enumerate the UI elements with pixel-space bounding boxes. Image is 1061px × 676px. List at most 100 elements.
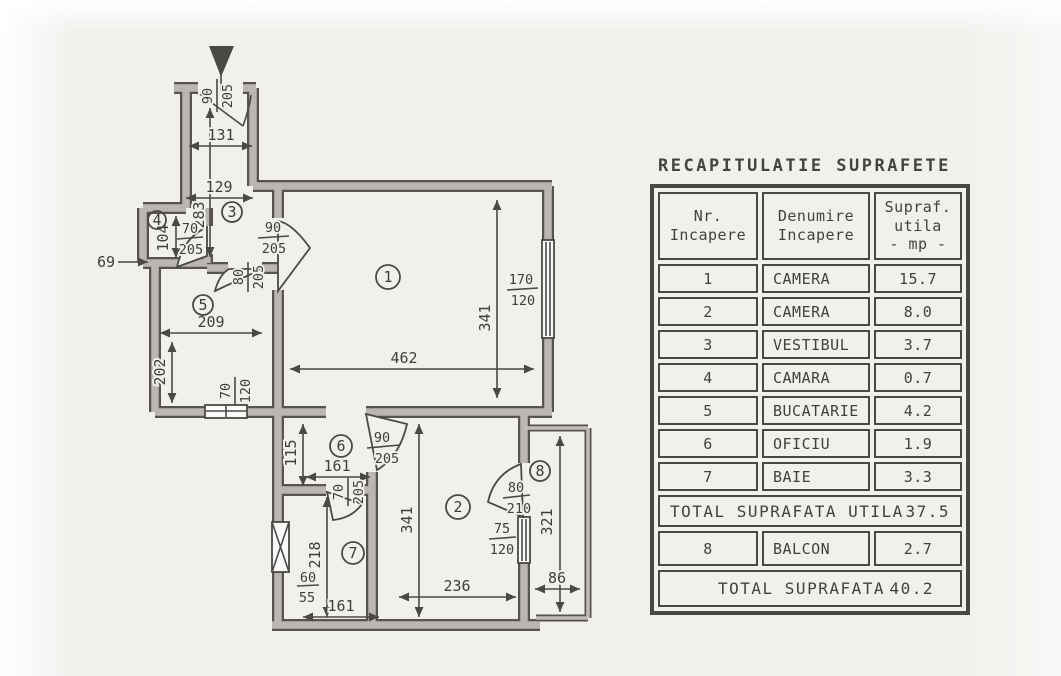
svg-text:210: 210: [507, 501, 531, 517]
label-kitchen-door: 80 205: [229, 262, 269, 292]
svg-text:75: 75: [494, 521, 510, 537]
room-label-3: 3: [221, 201, 243, 223]
dim-oficiu-width: 161: [323, 457, 350, 475]
header-line: Denumire: [777, 207, 855, 226]
row-name: CAMERA: [762, 297, 870, 326]
table-header-row: Nr. Incapere Denumire Incapere Supraf. u…: [658, 192, 962, 260]
header-line: utila: [894, 216, 942, 235]
svg-text:205: 205: [179, 242, 203, 258]
room-label-1: 1: [375, 264, 401, 290]
room1-window-icon: [541, 239, 555, 339]
row-nr: 2: [658, 297, 758, 326]
entrance-arrow-icon: [209, 46, 234, 92]
dim-balcon-width: 86: [548, 569, 566, 587]
svg-text:80: 80: [508, 480, 524, 496]
label-room2-door: 90 205: [366, 428, 401, 469]
label-camara-door: 70 205: [176, 219, 205, 260]
svg-text:90: 90: [374, 430, 390, 446]
label-baie-door: 70 205: [329, 478, 369, 506]
dim-niche-top: 60: [300, 570, 316, 586]
row-nr: 8: [658, 531, 758, 566]
svg-text:5: 5: [198, 296, 207, 314]
label-room1-door: 90 205: [257, 218, 290, 259]
dim-baie-width: 161: [327, 597, 354, 615]
opening-labels: 90 205 70 205 90 205 80 205 70: [176, 79, 539, 560]
svg-text:3: 3: [227, 203, 236, 221]
header-nr-incapere: Nr. Incapere: [658, 192, 758, 260]
svg-text:90: 90: [265, 220, 281, 236]
svg-text:4: 4: [152, 211, 161, 229]
row-name: OFICIU: [762, 429, 870, 458]
room-label-6: 6: [329, 434, 353, 458]
table-row: 7 BAIE 3.3: [658, 462, 962, 491]
total-utila-label: TOTAL SUPRAFATA UTILA: [670, 501, 904, 521]
dim-entry-mid: 129: [205, 178, 232, 196]
dim-kitchen-width: 209: [197, 313, 224, 331]
label-entry-door: 90 205: [198, 79, 238, 112]
dim-oficiu-height: 115: [282, 439, 300, 466]
dim-room1-width: 462: [390, 349, 417, 367]
svg-text:70: 70: [218, 383, 234, 399]
dim-entry-top: 131: [207, 126, 234, 144]
table-title: RECAPITULATIE SUPRAFETE: [658, 156, 951, 176]
table-frame: Nr. Incapere Denumire Incapere Supraf. u…: [650, 184, 970, 615]
header-suprafata-utila: Supraf. utila - mp -: [874, 192, 962, 260]
header-line: Supraf.: [884, 197, 952, 216]
svg-text:205: 205: [220, 84, 236, 108]
row-area: 1.9: [874, 429, 962, 458]
table-row: 5 BUCATARIE 4.2: [658, 396, 962, 425]
dim-camara-height: 104: [154, 224, 172, 251]
row-nr: 3: [658, 330, 758, 359]
table-row: 3 VESTIBUL 3.7: [658, 330, 962, 359]
room1-door-icon: [277, 219, 312, 294]
room-label-2: 2: [445, 494, 471, 520]
dim-vestibul-length: 283: [190, 201, 208, 228]
svg-text:120: 120: [490, 542, 514, 558]
row-nr: 4: [658, 363, 758, 392]
svg-text:120: 120: [238, 379, 254, 403]
row-area: 3.3: [874, 462, 962, 491]
header-line: Incapere: [777, 226, 855, 244]
window-symbols: [204, 239, 555, 573]
balcon-door-icon: [486, 462, 524, 519]
dim-baie-height: 218: [306, 541, 324, 568]
dim-room2-height: 341: [398, 506, 416, 533]
dimension-labels: 131 129 283 104 69 209 202 462 341 115 1…: [95, 124, 568, 617]
svg-text:120: 120: [511, 293, 535, 309]
total-value: 40.2: [889, 579, 934, 598]
label-balcon-window: 75 120: [488, 519, 517, 560]
svg-text:205: 205: [262, 241, 286, 257]
floor-plan: 131 129 283 104 69 209 202 462 341 115 1…: [95, 46, 650, 676]
room-label-5: 5: [192, 294, 214, 316]
room-label-7: 7: [341, 541, 365, 565]
row-area: 3.7: [874, 330, 962, 359]
row-area: 0.7: [874, 363, 962, 392]
kitchen-window-icon: [204, 404, 248, 419]
row-name: BALCON: [762, 531, 870, 566]
label-balcon-door: 80 210: [502, 478, 533, 519]
row-name: CAMARA: [762, 363, 870, 392]
row-name: BUCATARIE: [762, 396, 870, 425]
svg-text:205: 205: [375, 451, 399, 467]
row-nr: 5: [658, 396, 758, 425]
baie-niche-icon: [271, 521, 290, 573]
row-nr: 7: [658, 462, 758, 491]
total-utila-value: 37.5: [905, 501, 950, 521]
entry-door-icon: [199, 93, 252, 127]
room-labels: 1 2 3 4 5 6 7: [147, 201, 551, 565]
total-row: TOTAL SUPRAFATA 40.2: [658, 570, 962, 607]
balcon-window-icon: [517, 516, 531, 564]
dim-wall-offset: 69: [97, 253, 115, 271]
room-label-8: 8: [529, 460, 551, 482]
room-label-4: 4: [147, 210, 167, 230]
total-utila-row: TOTAL SUPRAFATA UTILA 37.5: [658, 495, 962, 527]
table-row: 4 CAMARA 0.7: [658, 363, 962, 392]
row-area: 15.7: [874, 264, 962, 293]
svg-text:8: 8: [535, 462, 544, 480]
row-area: 8.0: [874, 297, 962, 326]
svg-text:205: 205: [251, 265, 267, 289]
svg-text:90: 90: [200, 88, 216, 104]
header-line: - mp -: [889, 235, 947, 254]
table-row: 6 OFICIU 1.9: [658, 429, 962, 458]
